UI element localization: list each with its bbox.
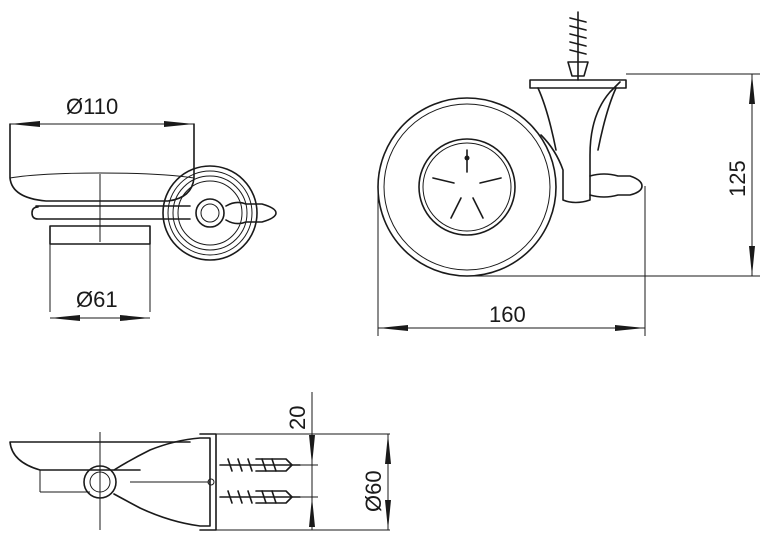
dim-height-125: 125 <box>725 160 750 197</box>
dim-diameter-110: Ø110 <box>66 94 118 119</box>
dim-diameter-60: Ø60 <box>361 470 386 512</box>
dim-width-160: 160 <box>489 302 526 327</box>
top-view: 20 Ø60 <box>9 392 391 531</box>
screw-top <box>567 11 589 81</box>
screw-lower <box>219 490 301 504</box>
screw-upper <box>219 458 301 472</box>
drain-star <box>432 149 502 219</box>
dim-screw-spacing-20: 20 <box>285 406 310 430</box>
front-view: Ø110 Ø61 <box>9 94 277 321</box>
side-view: 125 160 <box>377 11 760 336</box>
dim-diameter-61: Ø61 <box>76 287 118 312</box>
